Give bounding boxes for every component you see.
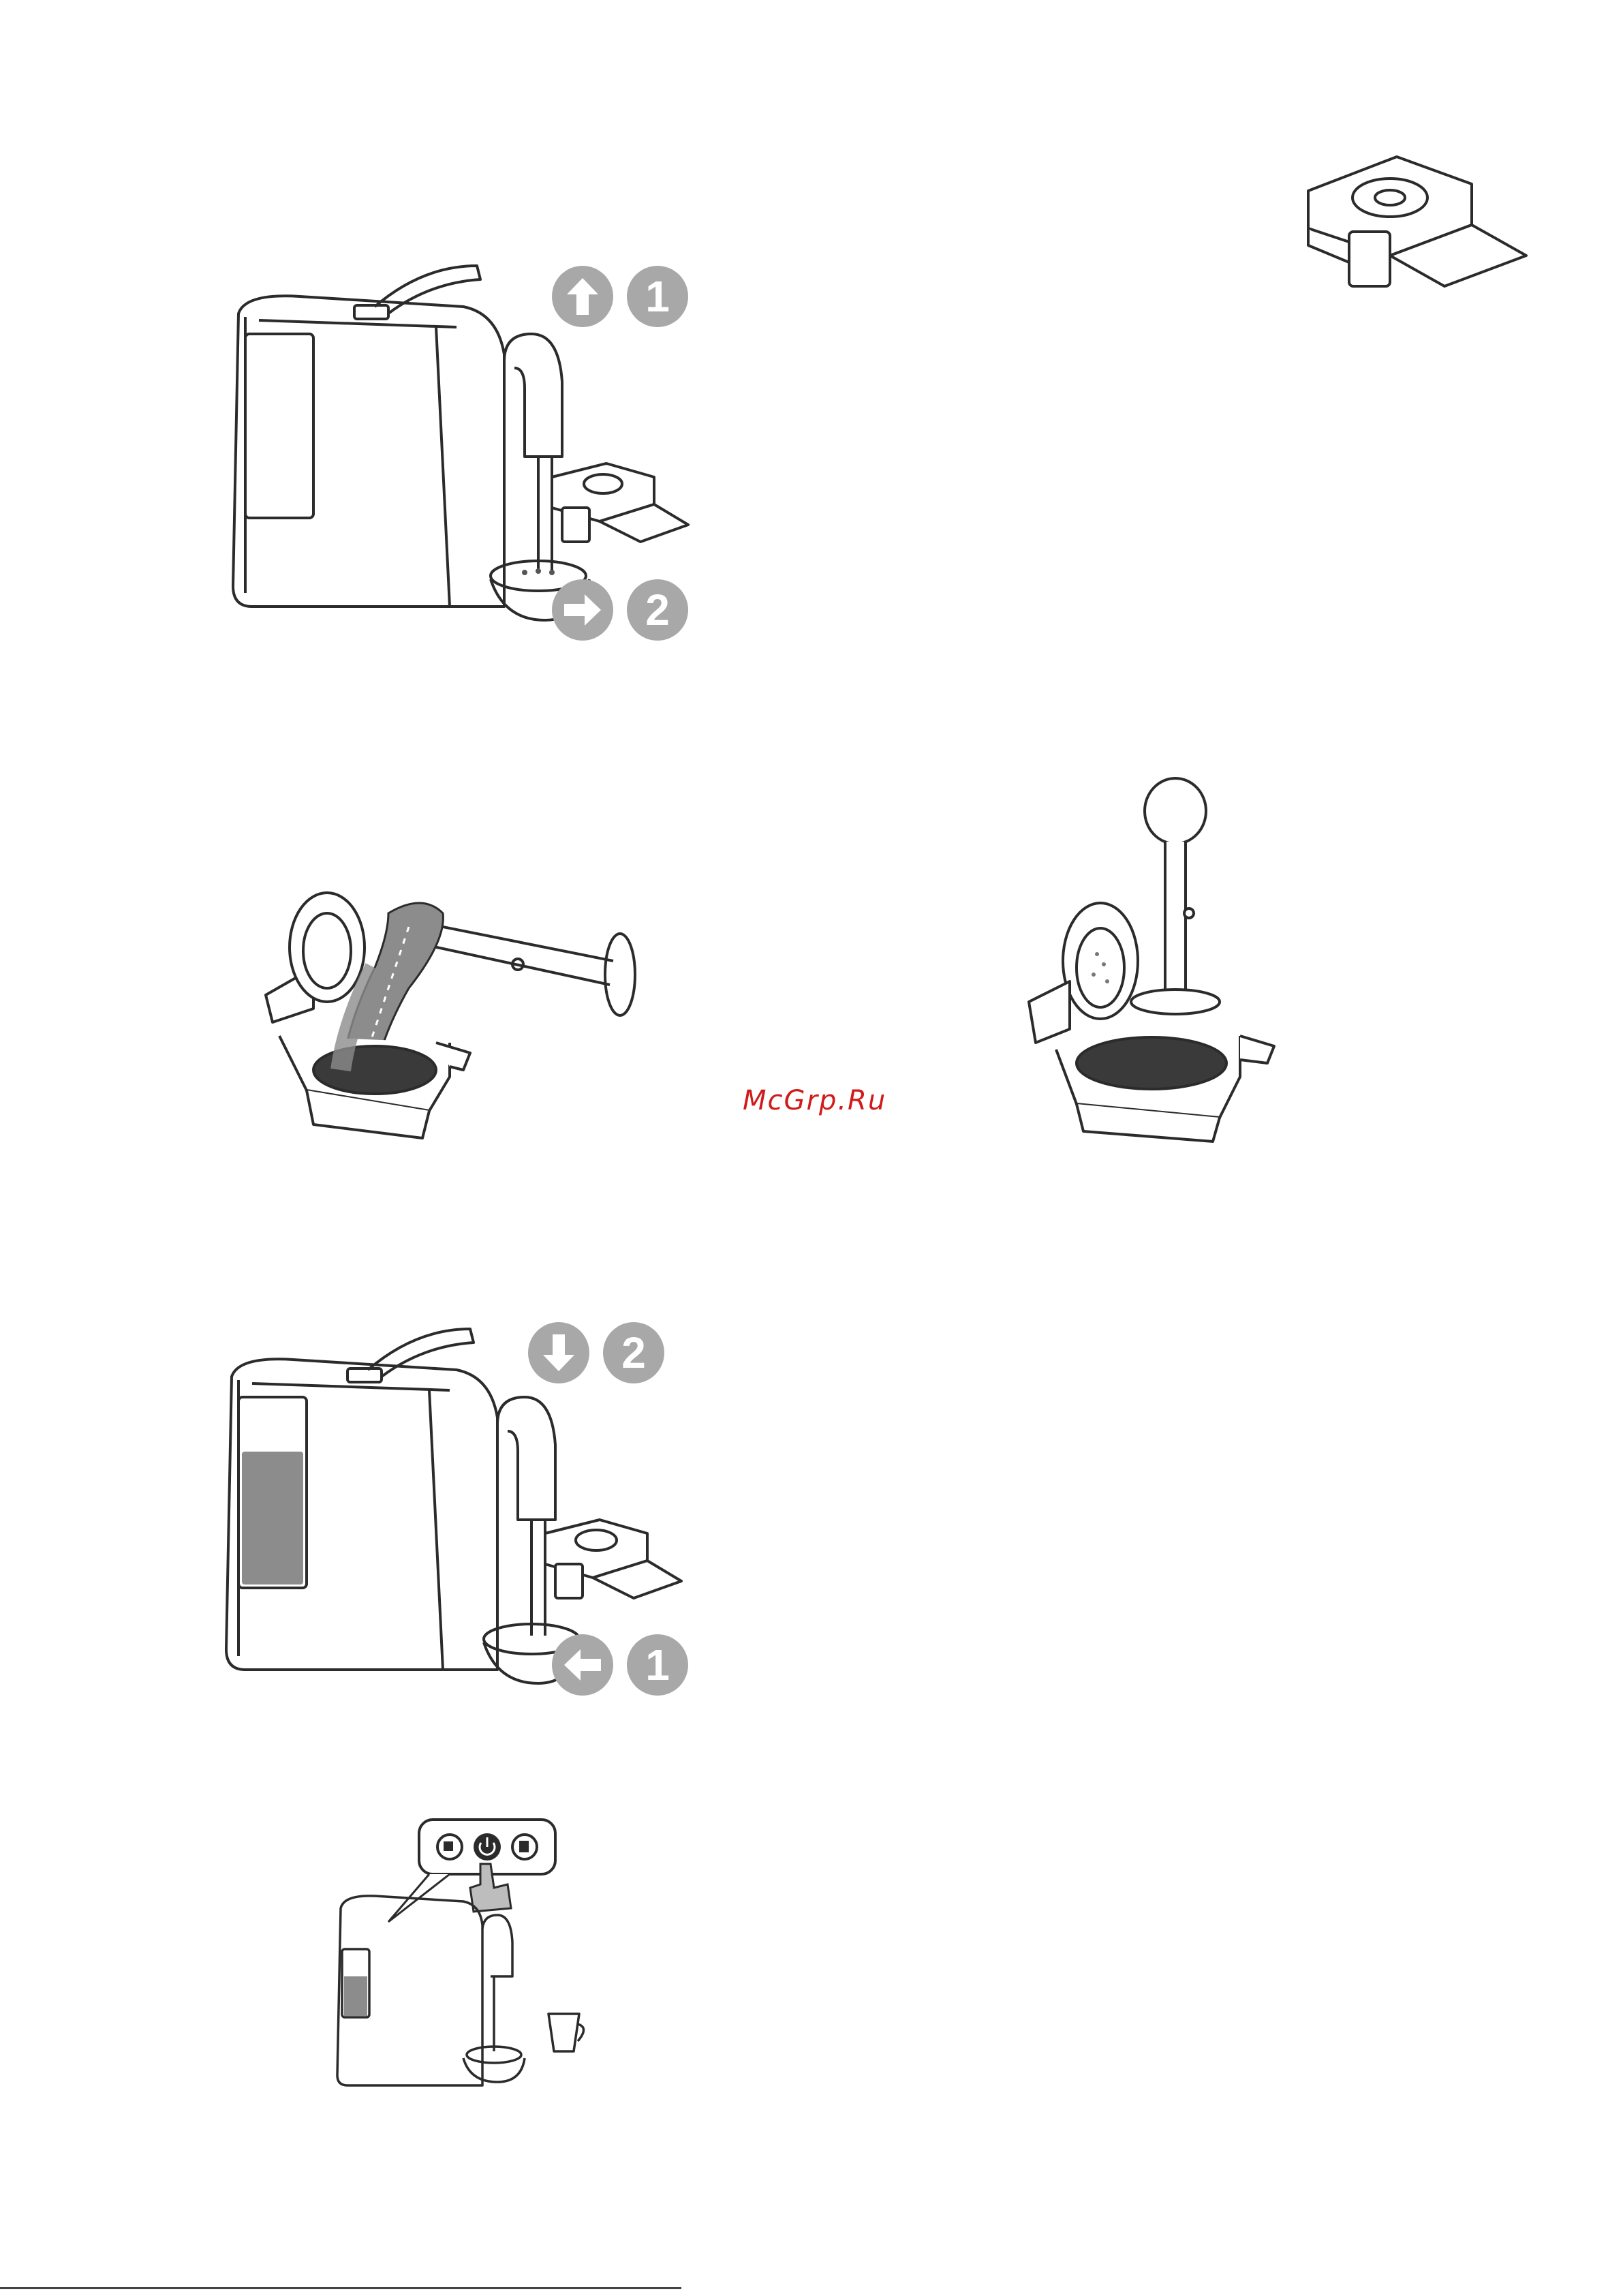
step-badge-1: 1 [627,1634,688,1696]
step-badge-2: 2 [603,1322,664,1383]
figure-insert-holder: 2 1 [204,1308,695,1717]
step-number: 1 [645,1640,670,1689]
figure-tamp-coffee [1015,777,1288,1145]
espresso-cup-icon [437,1835,462,1859]
figure-brew [327,1813,613,2113]
step-badge-1: 1 [627,266,688,327]
capsule-holder-drawing [1295,143,1533,320]
step-number: 1 [645,272,670,321]
arrow-right-icon [552,579,613,641]
step-number: 2 [621,1328,646,1377]
arrow-down-icon [528,1322,589,1383]
brew-drawing [327,1813,613,2113]
watermark-text: McGrp.Ru [743,1084,893,1118]
power-icon [474,1833,501,1861]
figure-remove-holder: 1 2 [218,252,709,661]
footer-divider [0,2287,681,2289]
arrow-up-icon [552,266,613,327]
mug-icon [512,1835,537,1859]
step-badge-2: 2 [627,579,688,641]
tamp-coffee-drawing [1015,777,1288,1145]
fill-coffee-drawing [252,886,661,1145]
figure-fill-coffee [252,886,661,1145]
step-number: 2 [645,585,670,634]
arrow-left-icon [552,1634,613,1696]
figure-capsule-holder [1295,143,1533,320]
